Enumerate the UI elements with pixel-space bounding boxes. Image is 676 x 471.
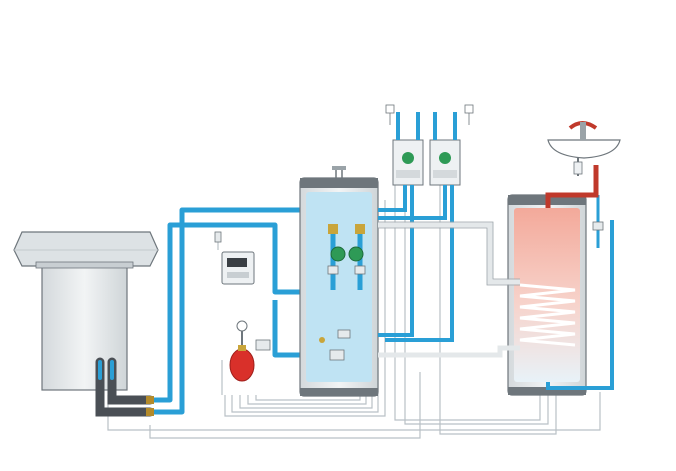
cylinder-feed-pipes-outline bbox=[378, 221, 520, 286]
expansion-vessel bbox=[229, 320, 271, 382]
buffer-connections bbox=[319, 329, 351, 361]
pump-group-2 bbox=[429, 139, 461, 186]
buffer-pump-station bbox=[327, 224, 366, 290]
heat-pump-insulated-pipes bbox=[95, 357, 155, 417]
heat-pump-unit bbox=[13, 231, 159, 391]
controller-unit bbox=[214, 231, 255, 285]
cylinder-heating-coil bbox=[519, 283, 576, 347]
washbasin bbox=[547, 121, 621, 176]
domestic-water-pipes bbox=[545, 165, 614, 390]
hot-water-cylinder bbox=[507, 194, 587, 396]
heating-circuit-pipes bbox=[378, 112, 457, 342]
control-wiring bbox=[107, 175, 601, 439]
buffer-tank bbox=[299, 166, 379, 397]
circuit-sensors bbox=[385, 104, 474, 125]
cylinder-feed-pipes bbox=[378, 222, 520, 358]
pump-group-1 bbox=[392, 139, 424, 186]
